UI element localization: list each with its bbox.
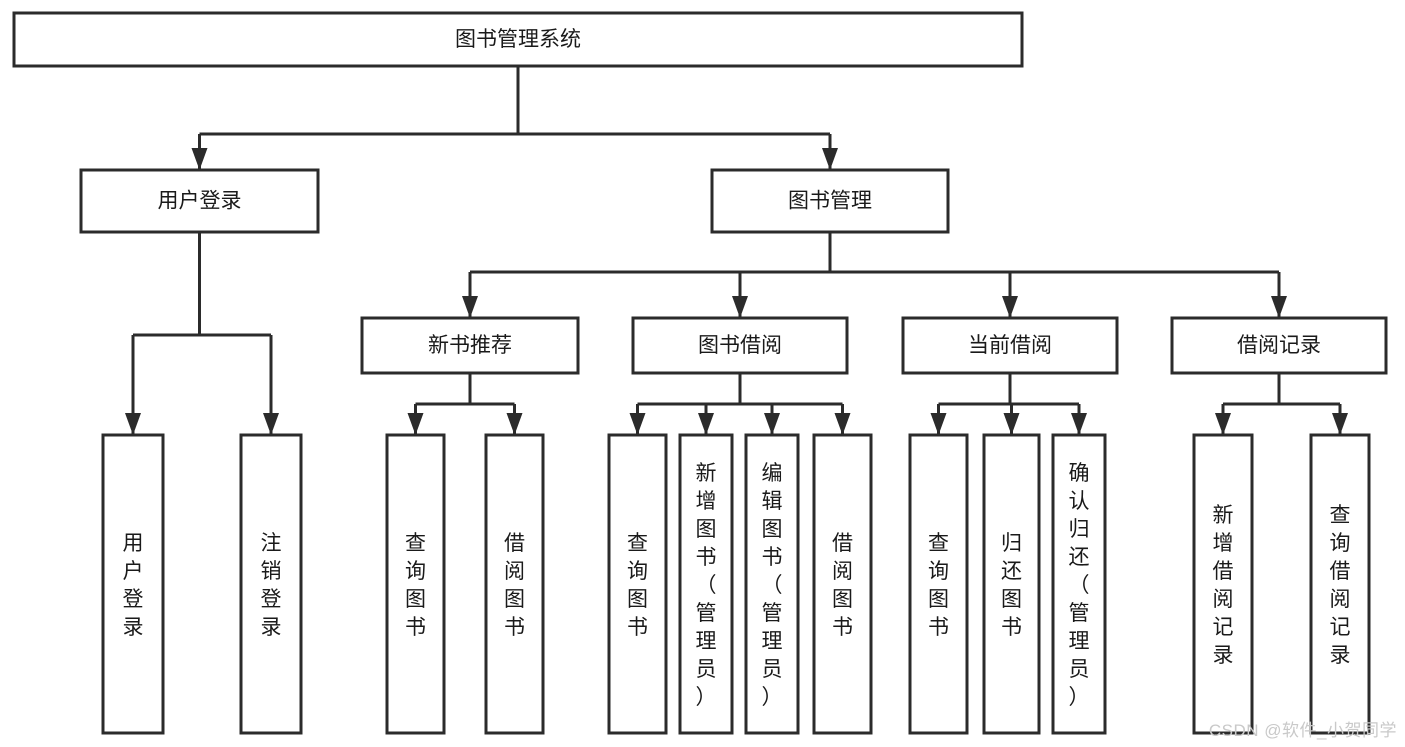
node-box-leaf-query-book-c[interactable]	[908, 433, 969, 735]
arrow-head-book-manage	[822, 148, 838, 170]
node-label-leaf-add-book: 新增图书（管理员）	[696, 462, 717, 709]
node-current-borrow[interactable]: 当前借阅	[901, 316, 1119, 375]
node-book-manage[interactable]: 图书管理	[710, 168, 950, 234]
node-label-current-borrow: 当前借阅	[968, 334, 1052, 357]
node-leaf-return-book[interactable]: 归还图书	[982, 433, 1041, 735]
node-label-root: 图书管理系统	[455, 28, 581, 51]
arrow-head-leaf-query-record	[1332, 413, 1348, 435]
node-label-leaf-confirm-return: 确认归还（管理员）	[1069, 462, 1090, 709]
arrow-head-book-borrow	[732, 296, 748, 318]
node-leaf-add-record[interactable]: 新增借阅记录	[1192, 433, 1254, 735]
arrow-head-leaf-user-login	[125, 413, 141, 435]
node-box-leaf-borrow-book-b[interactable]	[812, 433, 873, 735]
node-label-book-borrow: 图书借阅	[698, 334, 782, 357]
node-root[interactable]: 图书管理系统	[12, 11, 1024, 68]
node-leaf-user-login[interactable]: 用户登录	[101, 433, 165, 735]
node-label-leaf-edit-book: 编辑图书（管理员）	[762, 462, 783, 709]
node-label-book-manage: 图书管理	[788, 190, 872, 213]
node-book-borrow[interactable]: 图书借阅	[631, 316, 849, 375]
node-box-leaf-confirm-return[interactable]	[1051, 433, 1107, 735]
node-box-leaf-add-record[interactable]	[1192, 433, 1254, 735]
connector-layer	[125, 66, 1348, 435]
node-box-leaf-logout[interactable]	[239, 433, 303, 735]
node-box-book-manage[interactable]	[710, 168, 950, 234]
node-label-leaf-borrow-book-a: 借阅图书	[504, 532, 525, 639]
arrow-head-borrow-record	[1271, 296, 1287, 318]
node-box-leaf-add-book[interactable]	[678, 433, 734, 735]
arrow-head-leaf-borrow-book-a	[506, 413, 523, 435]
arrow-head-leaf-confirm-return	[1071, 413, 1087, 435]
node-leaf-add-book[interactable]: 新增图书（管理员）	[678, 433, 734, 735]
arrow-head-leaf-edit-book	[764, 413, 780, 435]
node-box-leaf-query-record[interactable]	[1309, 433, 1371, 735]
node-leaf-confirm-return[interactable]: 确认归还（管理员）	[1051, 433, 1107, 735]
node-label-leaf-logout: 注销登录	[261, 532, 282, 639]
node-box-leaf-query-book-b[interactable]	[607, 433, 668, 735]
node-leaf-query-book-c[interactable]: 查询图书	[908, 433, 969, 735]
arrow-head-leaf-query-book-b	[629, 413, 646, 435]
node-box-leaf-borrow-book-a[interactable]	[484, 433, 545, 735]
arrow-head-leaf-query-book-a	[407, 413, 424, 435]
node-box-user-login[interactable]	[79, 168, 320, 234]
node-label-leaf-user-login: 用户登录	[123, 532, 144, 639]
node-leaf-borrow-book-a[interactable]: 借阅图书	[484, 433, 545, 735]
node-box-borrow-record[interactable]	[1170, 316, 1388, 375]
node-leaf-query-book-b[interactable]: 查询图书	[607, 433, 668, 735]
node-label-leaf-query-book-b: 查询图书	[627, 532, 648, 639]
arrow-head-leaf-add-record	[1215, 413, 1231, 435]
node-box-new-book-rec[interactable]	[360, 316, 580, 375]
arrow-head-leaf-add-book	[698, 413, 714, 435]
node-leaf-logout[interactable]: 注销登录	[239, 433, 303, 735]
node-label-leaf-borrow-book-b: 借阅图书	[832, 532, 853, 639]
arrow-head-leaf-query-book-c	[930, 413, 947, 435]
node-leaf-query-record[interactable]: 查询借阅记录	[1309, 433, 1371, 735]
node-label-borrow-record: 借阅记录	[1237, 334, 1321, 357]
node-box-root[interactable]	[12, 11, 1024, 68]
arrow-head-leaf-borrow-book-b	[834, 413, 851, 435]
node-leaf-query-book-a[interactable]: 查询图书	[385, 433, 446, 735]
arrow-head-leaf-logout	[263, 413, 279, 435]
node-label-leaf-query-record: 查询借阅记录	[1330, 504, 1351, 667]
node-label-leaf-return-book: 归还图书	[1001, 532, 1022, 639]
node-new-book-rec[interactable]: 新书推荐	[360, 316, 580, 375]
node-box-leaf-query-book-a[interactable]	[385, 433, 446, 735]
arrow-head-user-login	[191, 148, 208, 170]
arrow-head-leaf-return-book	[1003, 413, 1020, 435]
node-box-book-borrow[interactable]	[631, 316, 849, 375]
node-box-leaf-return-book[interactable]	[982, 433, 1041, 735]
arrow-head-new-book-rec	[462, 296, 478, 318]
node-box-leaf-edit-book[interactable]	[744, 433, 800, 735]
node-leaf-borrow-book-b[interactable]: 借阅图书	[812, 433, 873, 735]
node-label-leaf-add-record: 新增借阅记录	[1213, 504, 1234, 667]
node-box-leaf-user-login[interactable]	[101, 433, 165, 735]
node-label-leaf-query-book-a: 查询图书	[405, 532, 426, 639]
node-box-current-borrow[interactable]	[901, 316, 1119, 375]
node-label-new-book-rec: 新书推荐	[428, 334, 512, 357]
node-user-login[interactable]: 用户登录	[79, 168, 320, 234]
node-borrow-record[interactable]: 借阅记录	[1170, 316, 1388, 375]
node-label-leaf-query-book-c: 查询图书	[928, 532, 949, 639]
arrow-head-current-borrow	[1002, 296, 1018, 318]
node-label-user-login: 用户登录	[158, 190, 242, 213]
node-layer: 图书管理系统用户登录图书管理新书推荐图书借阅当前借阅借阅记录用户登录注销登录查询…	[12, 11, 1388, 735]
node-leaf-edit-book[interactable]: 编辑图书（管理员）	[744, 433, 800, 735]
